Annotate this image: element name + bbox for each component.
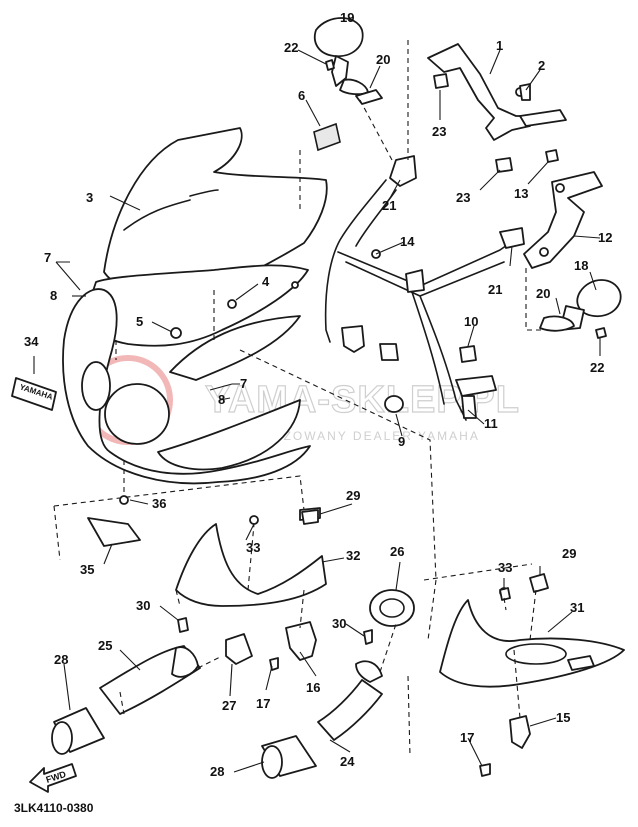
callout-26: 26 [390, 544, 404, 559]
callout-17: 17 [256, 696, 270, 711]
fwd-arrow: FWD [29, 763, 77, 793]
callout-5: 5 [136, 314, 143, 329]
callout-17: 17 [460, 730, 474, 745]
callout-8: 8 [218, 392, 225, 407]
callout-27: 27 [222, 698, 236, 713]
callout-1: 1 [496, 38, 503, 53]
callout-23: 23 [456, 190, 470, 205]
mirror-left [313, 17, 369, 96]
bracket-16 [285, 621, 317, 661]
callout-7: 7 [44, 250, 51, 265]
lower-screws [177, 509, 511, 777]
small-fasteners [325, 59, 607, 413]
air-duct-25 [99, 645, 201, 715]
upper-cowling [62, 264, 311, 485]
duct-cover-35 [87, 495, 141, 547]
callout-3: 3 [86, 190, 93, 205]
callout-23: 23 [432, 124, 446, 139]
callout-22: 22 [590, 360, 604, 375]
air-duct-24 [317, 660, 383, 741]
bracket-15 [509, 715, 531, 749]
callout-36: 36 [152, 496, 166, 511]
callout-numbers: 19 22 20 1 2 6 23 23 13 3 21 14 12 7 18 … [24, 10, 612, 779]
callout-19: 19 [340, 10, 354, 25]
stay-frame [324, 155, 525, 421]
diagram-code: 3LK4110-0380 [14, 801, 94, 815]
inner-panel-31 [439, 573, 625, 688]
callout-18: 18 [574, 258, 588, 273]
callout-33: 33 [246, 540, 260, 555]
callout-16: 16 [306, 680, 320, 695]
callout-20: 20 [536, 286, 550, 301]
callout-31: 31 [570, 600, 584, 615]
callout-29: 29 [562, 546, 576, 561]
mirror-right [539, 279, 622, 332]
callout-25: 25 [98, 638, 112, 653]
yamaha-emblem: YAMAHA [11, 377, 57, 411]
callout-2: 2 [538, 58, 545, 73]
callout-7: 7 [240, 376, 247, 391]
callout-15: 15 [556, 710, 570, 725]
leader-lines [33, 17, 601, 773]
mirror-gasket [355, 89, 383, 105]
callout-4: 4 [262, 274, 270, 289]
cowling-fasteners [170, 281, 299, 339]
grommet-26 [369, 589, 415, 627]
duct-boot-28-right [261, 735, 317, 779]
callout-29: 29 [346, 488, 360, 503]
assembly-lines [53, 40, 546, 757]
callout-34: 34 [24, 334, 39, 349]
callout-35: 35 [80, 562, 94, 577]
callout-8: 8 [50, 288, 57, 303]
duct-boot-28-left [51, 707, 105, 755]
callout-9: 9 [398, 434, 405, 449]
bracket-12 [523, 171, 603, 269]
grommet-27 [225, 633, 253, 665]
callout-28: 28 [54, 652, 68, 667]
callout-32: 32 [346, 548, 360, 563]
stay-1 [427, 43, 567, 141]
callout-10: 10 [464, 314, 478, 329]
callout-24: 24 [340, 754, 355, 769]
callout-20: 20 [376, 52, 390, 67]
callout-12: 12 [598, 230, 612, 245]
badge-6 [313, 122, 341, 152]
callout-21: 21 [382, 198, 396, 213]
callout-21: 21 [488, 282, 502, 297]
callout-28: 28 [210, 764, 224, 779]
callout-11: 11 [484, 416, 498, 431]
callout-33: 33 [498, 560, 512, 575]
callout-13: 13 [514, 186, 528, 201]
callout-22: 22 [284, 40, 298, 55]
callout-30: 30 [136, 598, 150, 613]
callout-6: 6 [298, 88, 305, 103]
callout-30: 30 [332, 616, 346, 631]
callout-14: 14 [400, 234, 415, 249]
